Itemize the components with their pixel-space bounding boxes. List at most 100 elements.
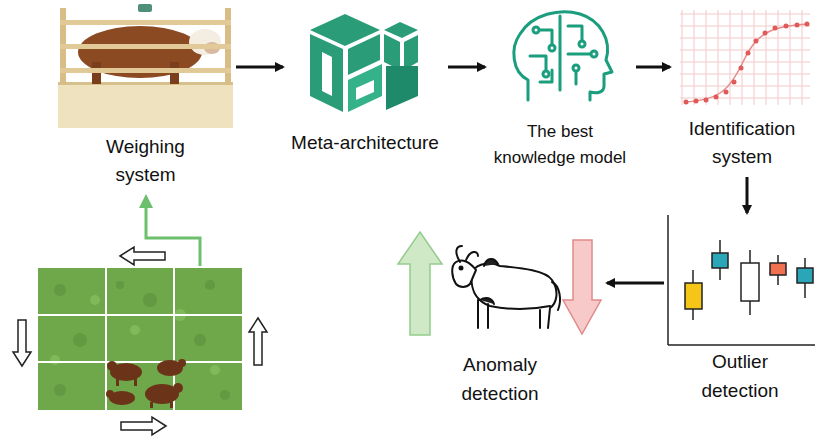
node-label: Identification system (677, 115, 807, 171)
rotation-arrows-part (120, 247, 165, 265)
weighing-system-node: Weighing system (58, 5, 233, 193)
brain-head-icon-part (514, 12, 612, 100)
rotation-arrows (13, 247, 267, 435)
pasture-grid-part (54, 284, 66, 296)
pasture-grid-part (116, 378, 119, 386)
sigmoid-chart-part (684, 100, 689, 105)
sigmoid-chart-part (805, 22, 810, 27)
sigmoid-chart-part (739, 66, 744, 71)
weighing-crate-part (58, 82, 233, 85)
weighing-crate-part (138, 4, 152, 12)
brain-head-icon-part (579, 41, 585, 47)
node-label: The best knowledge model (491, 119, 629, 171)
pasture-grid (38, 268, 242, 410)
sigmoid-chart-part (694, 99, 699, 104)
brain-head-icon-part (530, 56, 546, 70)
box-plot-part (741, 263, 759, 301)
sigmoid-chart-part (778, 10, 779, 105)
sigmoid-chart-part (682, 10, 683, 105)
sigmoid-chart-part (724, 90, 729, 95)
flow-arrow (236, 66, 283, 69)
box-plot-part (668, 344, 815, 346)
pasture-grid-part (38, 268, 242, 410)
meta-architecture-icon-part (384, 22, 418, 38)
meta-architecture-icon-part (310, 34, 343, 112)
sigmoid-chart (680, 10, 810, 105)
pasture-grid-part (178, 359, 186, 367)
sigmoid-chart-part (684, 22, 810, 105)
node-label: Outlier detection (690, 347, 790, 405)
node-label: Meta-architecture (291, 129, 439, 157)
meta-architecture-icon-part (404, 35, 418, 70)
pasture-grid-part (220, 390, 230, 400)
weighing-crate-part (60, 44, 231, 49)
pasture-grid-part (170, 402, 173, 408)
sigmoid-chart-part (714, 95, 719, 100)
box-plot-part (685, 283, 702, 309)
box-plot-part (797, 268, 813, 283)
sigmoid-chart-part (773, 26, 778, 31)
weighing-crate-part (60, 20, 231, 25)
pasture-grid-part (38, 268, 242, 410)
rotation-arrows-part (13, 320, 31, 366)
node-label: Weighing system (91, 133, 201, 189)
meta-architecture-node: Meta-architecture (285, 5, 445, 161)
pasture-grid-part (54, 280, 230, 400)
sigmoid-chart-part (680, 10, 810, 105)
sigmoid-chart-part (680, 74, 810, 75)
zebu-cow-part (472, 264, 556, 328)
sigmoid-chart-part (784, 24, 789, 29)
brain-head-icon-part (559, 16, 562, 90)
pasture-grid-part (173, 383, 183, 393)
pasture-grid-part (116, 281, 124, 289)
box-plot (668, 215, 815, 345)
brain-head-icon-part (549, 45, 555, 51)
pasture-grid-part (54, 384, 66, 396)
sigmoid-chart-part (680, 38, 810, 39)
sigmoid-chart-part (718, 10, 719, 105)
pasture-grid-part (38, 314, 242, 316)
pasture-grid-part (73, 333, 87, 347)
sigmoid-chart-part (680, 14, 810, 15)
flow-arrow (636, 66, 670, 69)
sigmoid-chart-part (680, 62, 810, 63)
pasture-grid-part (38, 361, 242, 363)
zebu-cow-part (460, 267, 463, 270)
weighing-crate-part (189, 29, 221, 55)
sigmoid-chart-part (742, 10, 743, 105)
pasture-grid-part (205, 280, 215, 290)
rotation-arrows-part (249, 318, 267, 365)
increase-arrow-part (398, 232, 442, 335)
box-plot-part (712, 253, 728, 268)
brain-head-icon-part (573, 65, 579, 71)
pasture-grid-part (194, 334, 206, 346)
sigmoid-chart-part (732, 80, 737, 85)
sigmoid-chart-part (704, 98, 709, 103)
zebu-cow-part (472, 272, 550, 309)
return-arrow-part (139, 194, 153, 208)
pasture-grid-part (143, 293, 157, 307)
meta-architecture-icon-part (348, 64, 382, 112)
meta-architecture-icon-part (322, 52, 332, 96)
zebu-cow-part (452, 260, 476, 287)
sigmoid-chart-part (680, 98, 810, 99)
brain-head-icon-part (533, 27, 539, 33)
brain-head-icon-part (591, 51, 597, 57)
box-plot-part (667, 215, 669, 345)
sigmoid-chart-part (680, 86, 810, 87)
pasture-grid-part (90, 295, 100, 305)
flow-arrow (448, 66, 485, 69)
outlier-node: Outlier detection (667, 215, 813, 409)
weighing-crate-part (58, 82, 233, 128)
knowledge-model-node: The best knowledge model (487, 5, 633, 175)
return-arrow-part (146, 205, 200, 266)
sigmoid-chart-part (766, 10, 767, 105)
weighing-crate-part (60, 68, 231, 73)
sigmoid-chart-part (790, 10, 791, 105)
meta-architecture-icon-part (356, 80, 374, 100)
meta-architecture-icon-part (386, 66, 418, 110)
sigmoid-chart-part (763, 31, 768, 36)
brain-head-icon-part (575, 72, 578, 84)
zebu-cow-part (480, 298, 494, 304)
